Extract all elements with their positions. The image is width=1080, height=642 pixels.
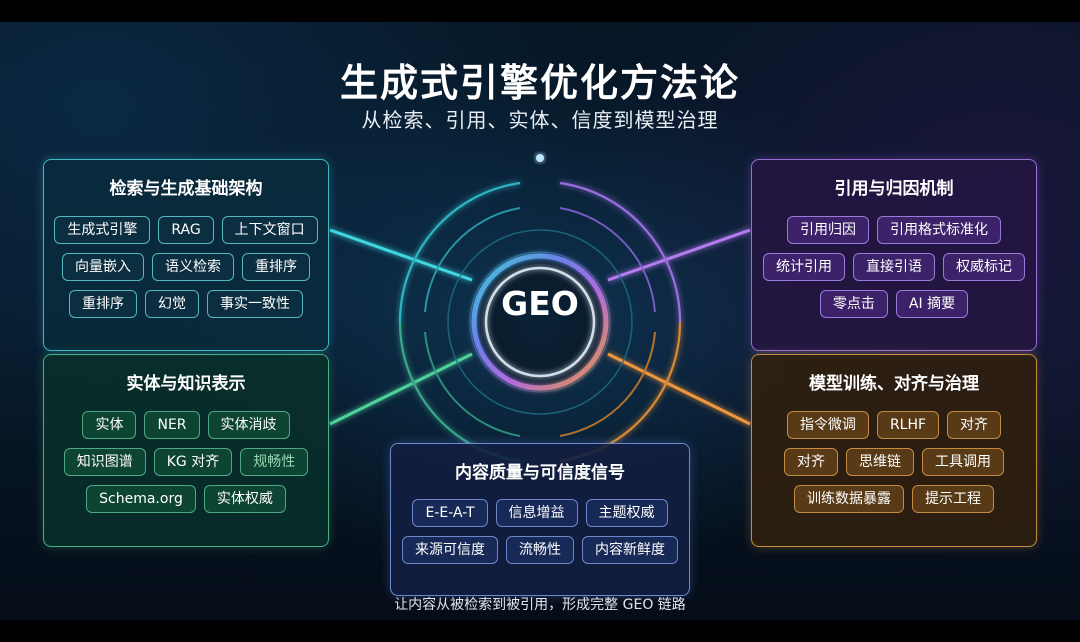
geo-core	[469, 251, 611, 393]
chip-prompt-engineering: 提示工程	[912, 485, 994, 513]
panel-entity: 实体与知识表示 实体 NER 实体消歧 知识图谱 KG 对齐 规畅性 Schem…	[43, 354, 329, 547]
chip-fluency: 流畅性	[506, 536, 574, 564]
chip-row: 指令微调 RLHF 对齐	[752, 411, 1036, 439]
geo-hub-label: GEO	[501, 284, 579, 323]
chip-kg-alignment: KG 对齐	[153, 448, 233, 476]
chip-schema-org: Schema.org	[86, 485, 196, 513]
chip-rag: RAG	[158, 216, 214, 244]
panel-retrieval: 检索与生成基础架构 生成式引擎 RAG 上下文窗口 向量嵌入 语义检索 重排序 …	[43, 159, 329, 351]
geo-ring-inner	[484, 266, 596, 378]
chip-semantic-retrieval: 语义检索	[152, 253, 234, 281]
chip-zero-click: 零点击	[819, 290, 888, 318]
panel-quality: 内容质量与可信度信号 E-E-A-T 信息增益 主题权威 来源可信度 流畅性 内…	[390, 443, 690, 596]
chip-source-credibility: 来源可信度	[402, 536, 498, 564]
panel-title: 实体与知识表示	[126, 374, 246, 394]
chip-vector-embedding: 向量嵌入	[62, 253, 144, 281]
chip-entity-authority: 实体权威	[203, 485, 286, 513]
connector-entity	[329, 352, 473, 426]
panel-title: 模型训练、对齐与治理	[809, 374, 979, 394]
chip-entity: 实体	[82, 411, 137, 439]
geo-hub-graphic	[329, 154, 751, 463]
inner-ring-faint	[447, 229, 633, 415]
chip-row: 来源可信度 流畅性 内容新鲜度	[391, 536, 689, 564]
panel-title: 检索与生成基础架构	[109, 179, 263, 199]
chip-alignment: 对齐	[947, 411, 1002, 439]
outer-arc	[398, 181, 521, 323]
chip-row: 引用归因 引用格式标准化	[752, 216, 1036, 244]
chip-training-data-exposure: 训练数据暴露	[794, 485, 904, 513]
chip-row: E-E-A-T 信息增益 主题权威	[391, 499, 689, 527]
chip-faded-term: 规畅性	[240, 448, 309, 476]
chip-generative-engine: 生成式引擎	[54, 216, 151, 244]
panel-title: 内容质量与可信度信号	[455, 463, 625, 483]
chip-tool-use: 工具调用	[922, 448, 1004, 476]
page-title: 生成式引擎优化方法论	[339, 61, 740, 105]
chip-entity-disambiguation: 实体消歧	[207, 411, 290, 439]
middle-arc	[424, 331, 521, 437]
chip-alignment: 对齐	[784, 448, 838, 476]
connector-training	[607, 352, 751, 426]
chip-reranking: 重排序	[242, 253, 310, 281]
chip-ai-summary: AI 摘要	[895, 290, 969, 318]
chip-row: 生成式引擎 RAG 上下文窗口	[44, 216, 328, 244]
chip-row: 重排序 幻觉 事实一致性	[44, 290, 328, 318]
panel-title: 引用与归因机制	[834, 179, 954, 199]
chip-chain-of-thought: 思维链	[846, 448, 914, 476]
chip-content-freshness: 内容新鲜度	[582, 536, 678, 564]
middle-arc	[424, 207, 521, 313]
outer-arc	[559, 181, 682, 323]
chip-row: 向量嵌入 语义检索 重排序	[44, 253, 328, 281]
chip-row: 统计引用 直接引语 权威标记	[752, 253, 1036, 281]
middle-arc	[559, 331, 656, 437]
connector-retrieval	[329, 228, 473, 282]
chip-citation-format: 引用格式标准化	[877, 216, 1001, 244]
chip-authority-marker: 权威标记	[943, 253, 1025, 281]
chip-topical-authority: 主题权威	[585, 499, 668, 527]
chip-eeat: E-E-A-T	[412, 499, 488, 527]
chip-row: 知识图谱 KG 对齐 规畅性	[44, 448, 328, 476]
chip-hallucination: 幻觉	[145, 290, 199, 318]
connector-citation	[607, 228, 751, 282]
chip-knowledge-graph: 知识图谱	[63, 448, 146, 476]
chip-factual-consistency: 事实一致性	[207, 290, 303, 318]
chip-row: 训练数据暴露 提示工程	[752, 485, 1036, 513]
chip-reranking: 重排序	[69, 290, 137, 318]
diagram-canvas: 生成式引擎优化方法论 从检索、引用、实体、信度到模型治理 GEO 检索与生成基础…	[0, 22, 1080, 620]
chip-citation-attribution: 引用归因	[787, 216, 869, 244]
chip-information-gain: 信息增益	[495, 499, 578, 527]
top-node	[536, 154, 544, 162]
chip-row: 零点击 AI 摘要	[752, 290, 1036, 318]
chip-row: Schema.org 实体权威	[44, 485, 328, 513]
chip-instruction-tuning: 指令微调	[786, 411, 869, 439]
geo-ring	[471, 253, 609, 391]
middle-arc	[559, 207, 656, 313]
panel-citation: 引用与归因机制 引用归因 引用格式标准化 统计引用 直接引语 权威标记 零点击 …	[751, 159, 1037, 351]
chip-row: 实体 NER 实体消歧	[44, 411, 328, 439]
chip-context-window: 上下文窗口	[221, 216, 318, 244]
chip-statistics-citation: 统计引用	[763, 253, 845, 281]
chip-direct-quote: 直接引语	[853, 253, 935, 281]
page-subtitle: 从检索、引用、实体、信度到模型治理	[361, 108, 719, 132]
footer-caption: 让内容从被检索到被引用，形成完整 GEO 链路	[394, 597, 686, 613]
chip-ner: NER	[144, 411, 200, 439]
chip-row: 对齐 思维链 工具调用	[752, 448, 1036, 476]
panel-training: 模型训练、对齐与治理 指令微调 RLHF 对齐 对齐 思维链 工具调用 训练数据…	[751, 354, 1037, 547]
chip-rlhf: RLHF	[876, 411, 940, 439]
